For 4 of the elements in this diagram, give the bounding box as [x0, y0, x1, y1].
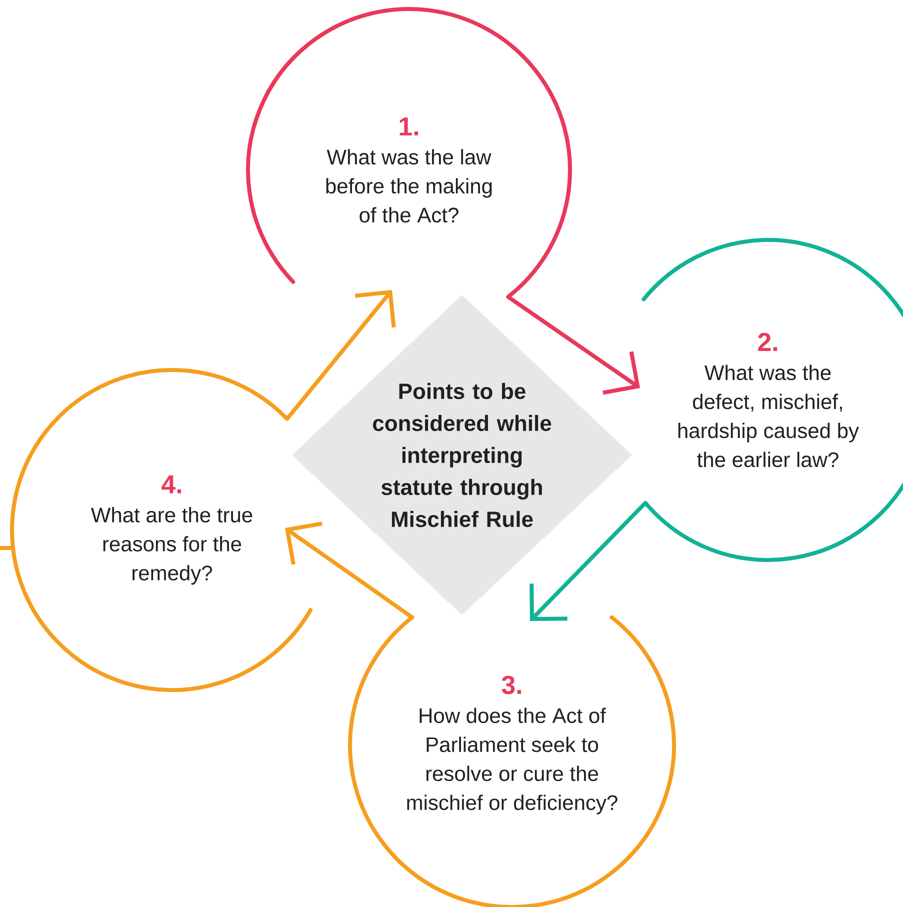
arrow	[530, 501, 647, 621]
arrow	[285, 522, 414, 619]
arrow	[507, 295, 640, 395]
arrow	[286, 290, 396, 420]
